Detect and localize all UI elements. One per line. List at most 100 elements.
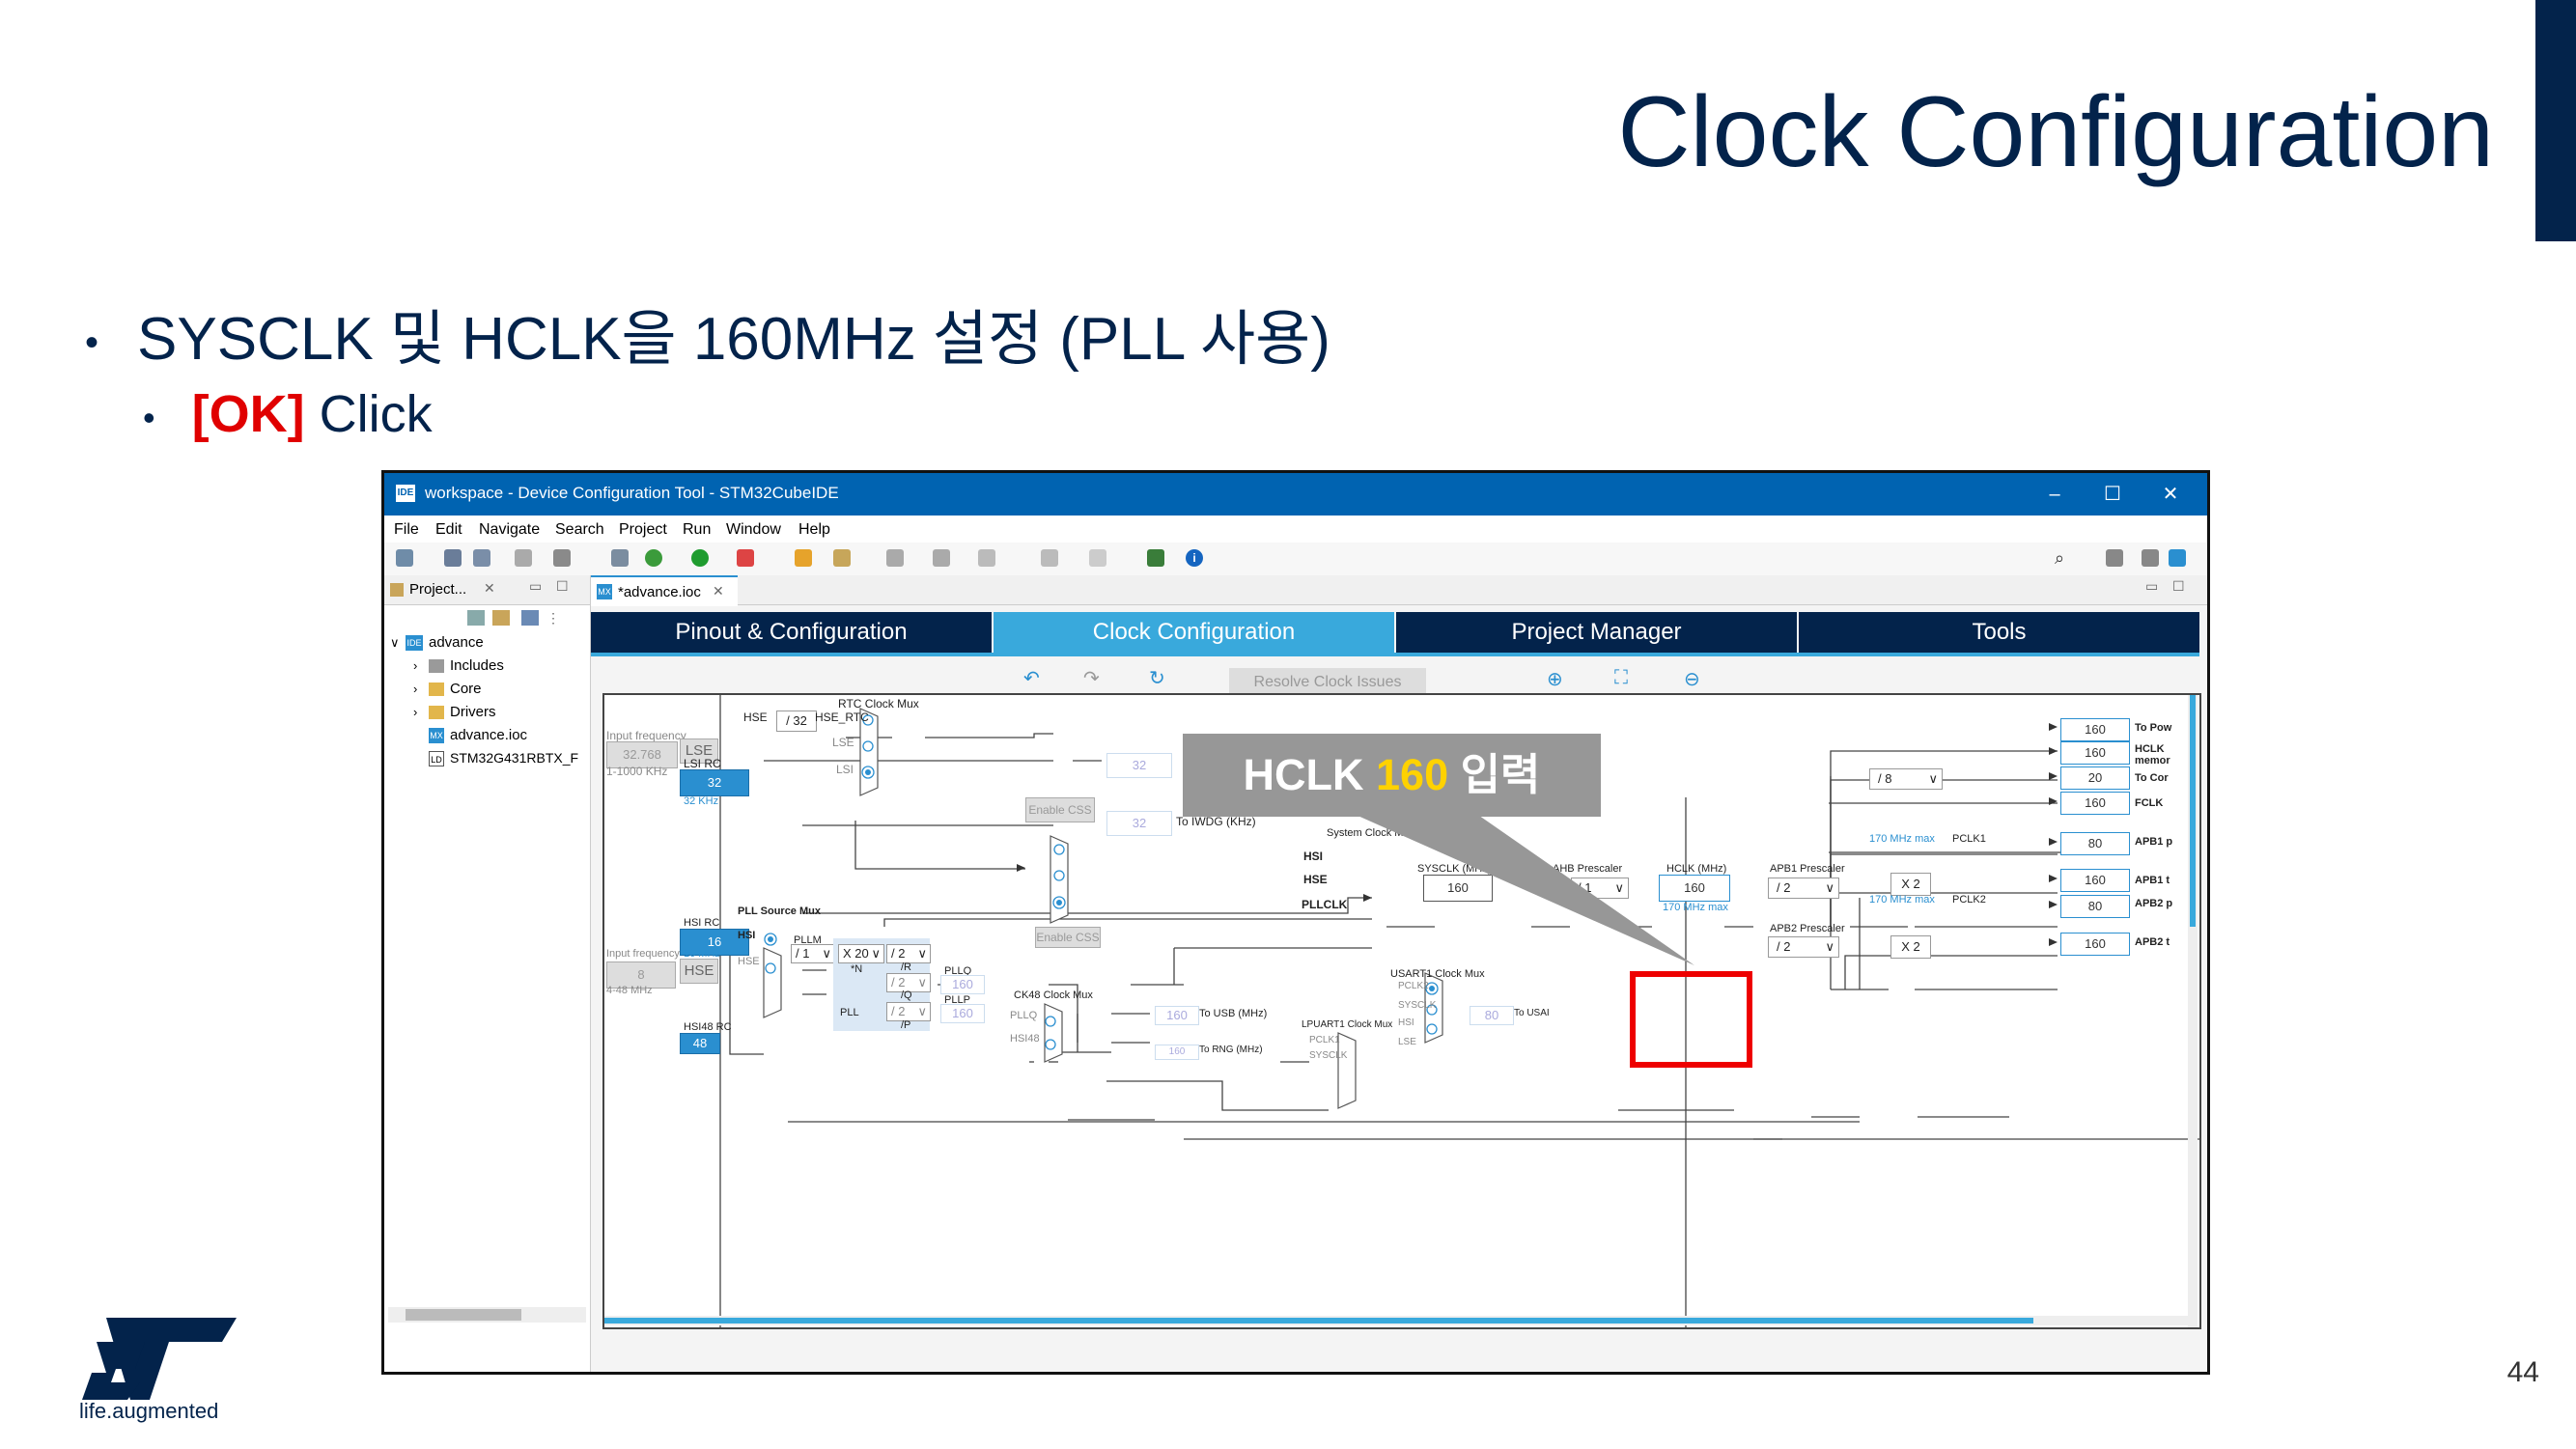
explorer-tab-label[interactable]: Project...: [409, 581, 467, 598]
nav-forward-icon[interactable]: [1089, 549, 1106, 567]
menu-file[interactable]: File: [394, 521, 419, 538]
output-apb2-periph-value[interactable]: 80: [2060, 895, 2130, 918]
back-icon[interactable]: [978, 549, 995, 567]
reset-icon[interactable]: ↻: [1149, 668, 1165, 689]
menu-window[interactable]: Window: [726, 521, 781, 538]
output-power-value[interactable]: 160: [2060, 718, 2130, 741]
hand-icon[interactable]: [795, 549, 812, 567]
filter-icon[interactable]: [521, 610, 539, 626]
undo-icon[interactable]: ↶: [1023, 668, 1040, 689]
tree-item-includes[interactable]: Includes: [450, 657, 504, 674]
view-menu-icon[interactable]: ⋮: [546, 610, 560, 626]
output-cortex-value[interactable]: 20: [2060, 766, 2130, 790]
window-titlebar[interactable]: IDE workspace - Device Configuration Too…: [384, 473, 2207, 516]
perspective-icon[interactable]: [2106, 549, 2123, 567]
zoom-out-icon[interactable]: ⊖: [1684, 669, 1700, 690]
enable-css-hse-button[interactable]: Enable CSS: [1035, 927, 1101, 948]
apb1-prescaler-select[interactable]: / 2∨: [1768, 878, 1839, 899]
pllp-select[interactable]: / 2∨: [886, 1002, 931, 1021]
close-icon[interactable]: ✕: [713, 583, 724, 599]
open-perspective-icon[interactable]: [1147, 549, 1164, 567]
run-icon[interactable]: [691, 549, 709, 567]
prev-annotation-icon[interactable]: [933, 549, 950, 567]
maximize-button[interactable]: ☐: [2104, 484, 2121, 505]
close-icon[interactable]: ✕: [484, 580, 495, 596]
tab-clock-configuration[interactable]: Clock Configuration: [994, 612, 1394, 653]
enable-css-rtc-button[interactable]: Enable CSS: [1025, 797, 1095, 822]
collapse-all-icon[interactable]: [467, 610, 485, 626]
config-icon[interactable]: [611, 549, 629, 567]
redo-icon[interactable]: ↷: [1083, 668, 1100, 689]
tree-item-core[interactable]: Core: [450, 681, 482, 697]
vertical-scrollbar[interactable]: [2188, 695, 2198, 1327]
horizontal-scrollbar[interactable]: [388, 1307, 586, 1323]
save-icon[interactable]: [444, 549, 462, 567]
tab-tools[interactable]: Tools: [1799, 612, 2199, 653]
output-apb1-periph-value[interactable]: 80: [2060, 832, 2130, 855]
next-annotation-icon[interactable]: [886, 549, 904, 567]
menu-project[interactable]: Project: [619, 521, 667, 538]
hse-frequency-input[interactable]: 8: [606, 961, 676, 989]
tree-item-ioc[interactable]: advance.ioc: [450, 727, 528, 743]
pllr-select[interactable]: / 2∨: [886, 944, 931, 963]
output-apb2-timer-value[interactable]: 160: [2060, 933, 2130, 956]
tree-item-ld[interactable]: STM32G431RBTX_F: [450, 750, 579, 766]
tab-pinout[interactable]: Pinout & Configuration: [591, 612, 992, 653]
plln-select[interactable]: X 20∨: [838, 944, 884, 963]
apb2-prescaler-select[interactable]: / 2∨: [1768, 936, 1839, 958]
minimize-view-icon[interactable]: ▭: [529, 578, 543, 594]
editor-file-tab[interactable]: MX *advance.ioc ✕: [591, 575, 738, 606]
lse-oscillator[interactable]: LSE: [680, 738, 718, 764]
search-icon[interactable]: ⌕: [2055, 548, 2065, 568]
link-editor-icon[interactable]: [492, 610, 510, 626]
minimize-view-icon[interactable]: ▭: [2145, 578, 2159, 594]
lse-frequency-input[interactable]: 32.768: [606, 741, 678, 768]
build-icon[interactable]: [515, 549, 532, 567]
maximize-view-icon[interactable]: ☐: [556, 578, 569, 594]
mx-perspective-icon[interactable]: [2169, 549, 2186, 567]
output-hclk-value[interactable]: 160: [2060, 741, 2130, 765]
zoom-in-icon[interactable]: ⊕: [1547, 669, 1563, 690]
chevron-right-icon[interactable]: ›: [413, 682, 418, 696]
pllm-select[interactable]: / 1∨: [791, 944, 835, 963]
hsi48-rc-block[interactable]: 48: [680, 1033, 720, 1054]
pllq-select[interactable]: / 2∨: [886, 973, 931, 992]
minimize-button[interactable]: –: [2049, 484, 2060, 505]
chevron-right-icon[interactable]: ›: [413, 705, 418, 719]
fit-icon[interactable]: ⛶: [1614, 667, 1628, 688]
save-all-icon[interactable]: [473, 549, 490, 567]
sysclk-value[interactable]: 160: [1423, 875, 1493, 902]
forward-icon[interactable]: [1041, 549, 1058, 567]
tree-item-advance[interactable]: advance: [429, 634, 484, 651]
hsi-rc-block[interactable]: 16: [680, 929, 749, 956]
diagram-scrollbar-thumb[interactable]: [604, 1318, 2033, 1324]
vertical-scrollbar-thumb[interactable]: [2190, 695, 2196, 927]
output-fclk-value[interactable]: 160: [2060, 792, 2130, 815]
close-button[interactable]: ✕: [2162, 484, 2179, 505]
chevron-right-icon[interactable]: ›: [413, 658, 418, 673]
menu-run[interactable]: Run: [683, 521, 712, 538]
tab-project-manager[interactable]: Project Manager: [1396, 612, 1797, 653]
new-icon[interactable]: [396, 549, 413, 567]
menu-navigate[interactable]: Navigate: [479, 521, 541, 538]
diagram-horizontal-scrollbar[interactable]: [604, 1316, 2188, 1325]
tree-item-drivers[interactable]: Drivers: [450, 704, 496, 720]
menu-edit[interactable]: Edit: [435, 521, 462, 538]
menu-help[interactable]: Help: [798, 521, 830, 538]
lsi-rc-block[interactable]: 32: [680, 769, 749, 796]
info-icon[interactable]: i: [1186, 549, 1203, 567]
hse-oscillator[interactable]: HSE: [680, 959, 718, 984]
hclk-input[interactable]: 160: [1659, 875, 1730, 902]
marker-icon[interactable]: [833, 549, 851, 567]
scrollbar-thumb[interactable]: [406, 1309, 521, 1321]
menu-search[interactable]: Search: [555, 521, 604, 538]
debug-icon[interactable]: [645, 549, 662, 567]
resolve-clock-issues-button[interactable]: Resolve Clock Issues: [1229, 668, 1426, 697]
tools-icon[interactable]: [553, 549, 571, 567]
cortex-prescaler-select[interactable]: / 8∨: [1869, 768, 1943, 790]
output-apb1-timer-value[interactable]: 160: [2060, 869, 2130, 892]
perspective-2-icon[interactable]: [2142, 549, 2159, 567]
maximize-view-icon[interactable]: ☐: [2172, 578, 2185, 594]
external-tools-icon[interactable]: [737, 549, 754, 567]
chevron-down-icon[interactable]: ∨: [390, 635, 400, 650]
